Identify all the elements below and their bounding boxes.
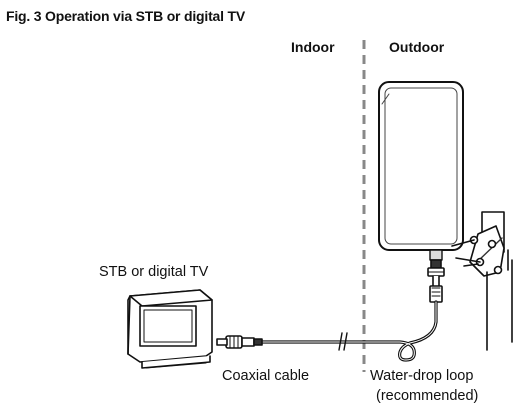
cable-label: Coaxial cable	[222, 368, 310, 384]
tv-plug-icon	[216, 335, 263, 349]
antenna-connector-icon	[427, 259, 445, 303]
loop-label-line1: Water-drop loop	[370, 368, 474, 384]
device-label: STB or digital TV	[99, 264, 209, 280]
loop-label-line2: (recommended)	[376, 388, 479, 404]
coaxial-cable-line	[258, 300, 438, 362]
antenna-icon	[378, 81, 464, 261]
stb-tv-icon	[127, 289, 213, 369]
indoor-label: Indoor	[291, 39, 335, 55]
wall-mount-bracket-icon	[451, 211, 513, 351]
figure-title: Fig. 3 Operation via STB or digital TV	[6, 8, 245, 24]
outdoor-label: Outdoor	[389, 39, 445, 55]
